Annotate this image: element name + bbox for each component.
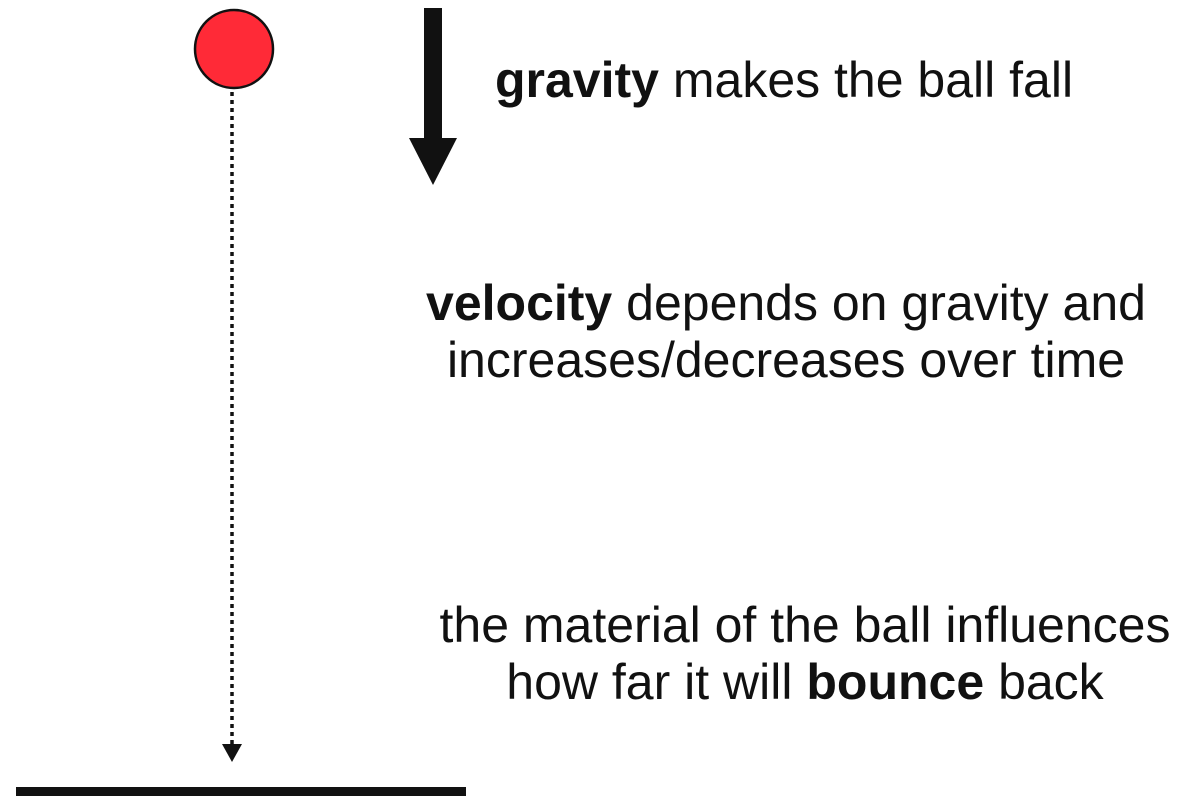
bounce-caption-line-1: the material of the ball influences (439, 597, 1171, 653)
velocity-caption-keyword: velocity (426, 275, 613, 331)
ground-line (16, 787, 466, 796)
velocity-caption-line-2: increases/decreases over time (446, 332, 1126, 388)
bounce-caption-line-2: how far it will bounce back (405, 654, 1201, 711)
gravity-arrow-shaft (424, 8, 442, 140)
gravity-caption-keyword: gravity (495, 52, 659, 108)
gravity-caption-text: makes the ball fall (658, 52, 1074, 108)
fall-path-arrowhead-icon (222, 744, 242, 762)
velocity-caption-line-1: velocity depends on gravity and (386, 275, 1186, 332)
red-ball-icon (193, 8, 275, 90)
bounce-caption-line-2-after: back (984, 654, 1104, 710)
bounce-caption-line-2-before: how far it will (506, 654, 807, 710)
velocity-caption: velocity depends on gravity and increase… (386, 275, 1186, 389)
bounce-caption-keyword: bounce (806, 654, 985, 710)
gravity-arrow-down-icon (409, 138, 457, 185)
velocity-caption-line-1-text: depends on gravity and (612, 275, 1146, 331)
bounce-caption: the material of the ball influences how … (405, 597, 1201, 711)
gravity-caption: gravity makes the ball fall (495, 52, 1073, 109)
